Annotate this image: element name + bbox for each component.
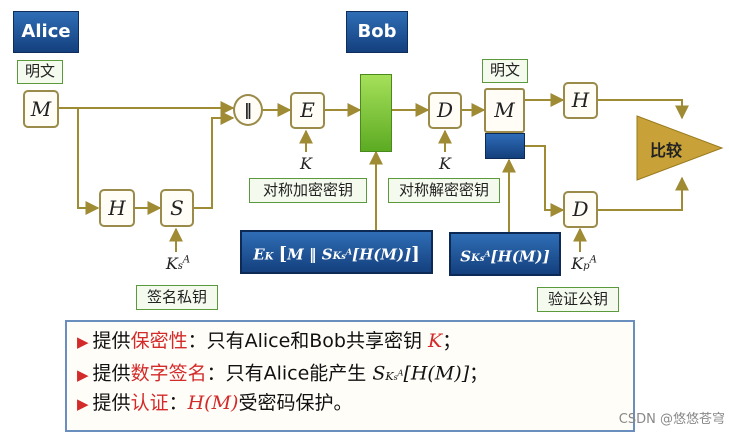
formula-inner: [H(M)] [352,245,412,264]
concat-node: ‖ [233,94,263,126]
key-sign-private: KsA [160,254,196,280]
formula-m: M [287,245,304,264]
bob-title: Bob [346,11,408,53]
ciphertext-formula: EK [M ‖ SKsA[H(M)]] [240,230,433,274]
encrypt-node: E [290,92,325,129]
key-ks-base: K [165,254,178,273]
sign-private-key-label: 签名私钥 [136,285,218,310]
signature-block [485,133,525,159]
formula-s-sub: KsA [332,247,353,263]
sym-dec-key-label: 对称解密密钥 [388,178,500,203]
sym-enc-key-label: 对称加密密钥 [249,178,367,203]
sig-s-sub: KsA [471,249,491,265]
plaintext-label-left: 明文 [17,60,63,84]
formula-concat: ‖ [309,245,317,264]
sig-inner: [H(M)] [490,247,550,266]
formula-e-sub: K [264,251,274,263]
hash-node-right: H [563,82,598,119]
key-kp-sup: A [589,254,597,266]
watermark: CSDN @悠悠苍穹 [618,412,725,427]
compare-triangle [636,115,724,181]
alice-title: Alice [13,11,79,53]
key-ks-sup: A [182,254,191,266]
verify-public-key-label: 验证公钥 [537,287,619,312]
sign-node: S [160,189,194,227]
formula-e: E [253,245,265,264]
decrypt-node: D [428,92,462,129]
sig-s: S [460,247,472,266]
plaintext-label-right: 明文 [482,59,528,83]
note-line-1: ▶提供保密性：只有Alice和Bob共享密钥 K； [77,330,462,352]
key-kp-sub: p [583,261,590,272]
formula-bracket-close: ] [411,243,420,265]
key-ks-sub: s [177,261,183,272]
formula-s: S [321,245,333,264]
signature-formula: SKsA[H(M)] [449,232,561,276]
decrypt-node-bottom: D [563,191,598,228]
key-enc: K [300,154,312,173]
ciphertext-block [360,74,392,152]
hash-node-left: H [99,189,135,227]
summary-notes: ▶提供保密性：只有Alice和Bob共享密钥 K； ▶提供数字签名：只有Alic… [65,320,635,432]
note-line-3: ▶提供认证：H(M)受密码保护。 [77,392,353,414]
key-kp-base: K [571,254,584,273]
key-dec: K [439,154,451,173]
key-verify-public: KpA [566,254,602,280]
note-line-2: ▶提供数字签名：只有Alice能产生 SKsA[H(M)]； [77,362,489,385]
formula-bracket-open: [ [278,243,288,265]
compare-label: 比较 [650,141,683,160]
message-node-right: M [484,88,525,133]
message-node-left: M [23,90,59,128]
